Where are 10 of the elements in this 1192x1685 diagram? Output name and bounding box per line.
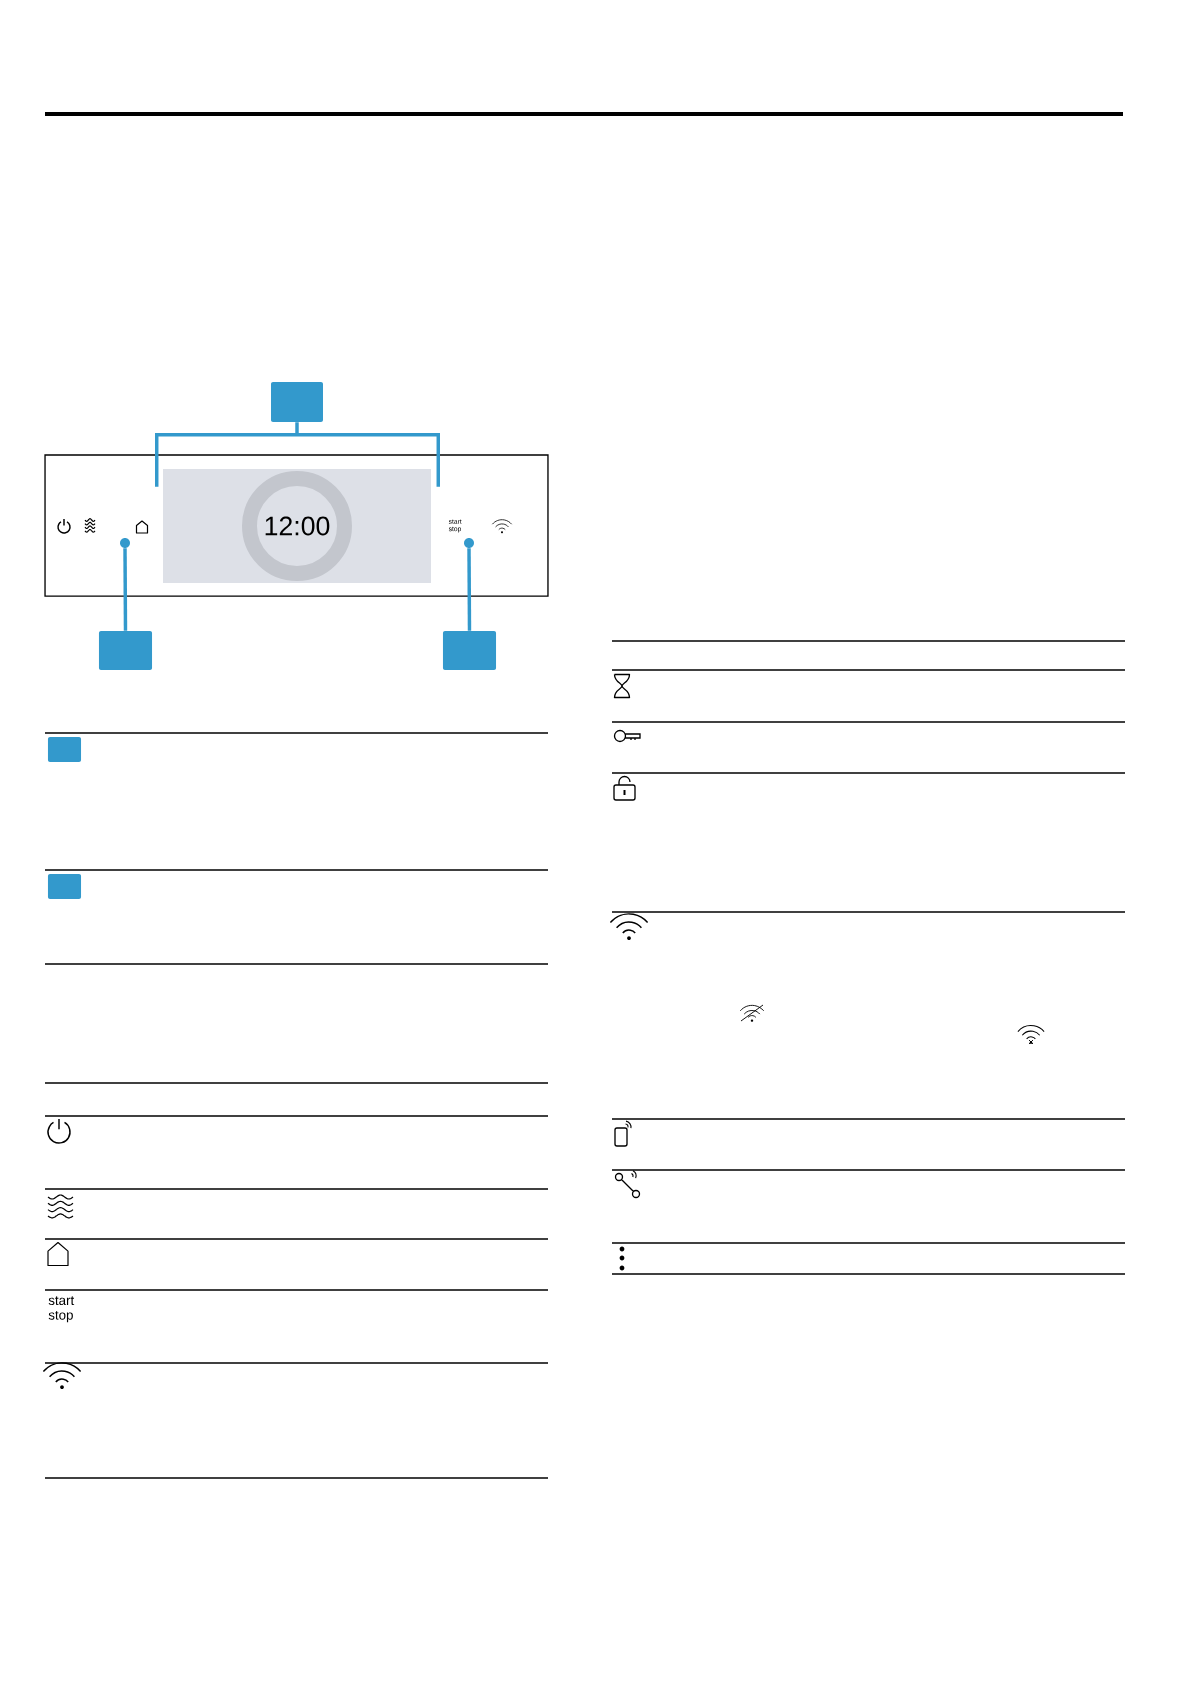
button-label: start stop (48, 1296, 75, 1323)
callout-box (442, 631, 497, 670)
callout-box (47, 737, 82, 763)
leader-line (467, 548, 472, 631)
leader-line (123, 548, 128, 631)
bracket-leader (155, 420, 440, 489)
callout-box (98, 631, 153, 670)
callout-box (47, 874, 82, 900)
callout-box (271, 382, 323, 422)
display-screen: 12:00 (163, 469, 431, 583)
